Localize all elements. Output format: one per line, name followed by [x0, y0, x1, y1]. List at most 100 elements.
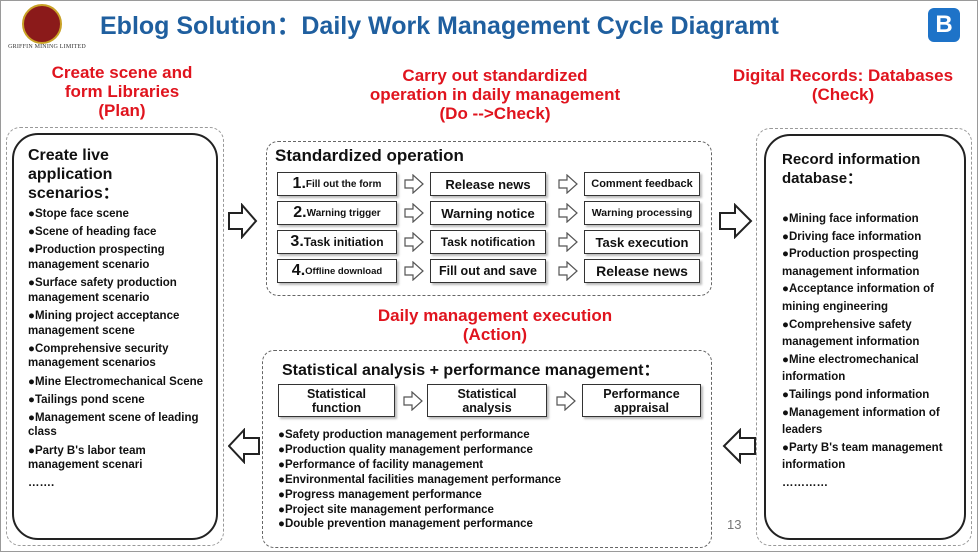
list-item: ●Mine electromechanical information: [782, 353, 919, 384]
standardized-operation-panel: [266, 141, 712, 296]
arrow-right-icon: [404, 232, 424, 252]
plan-heading-line2: form Libraries: [64, 82, 180, 101]
check-heading-line2: (Check): [811, 85, 875, 104]
plan-heading: Create scene and form Libraries (Plan): [22, 63, 222, 120]
arrow-right-icon: [404, 174, 424, 194]
statistical-panel-title: Statistical analysis + performance manag…: [282, 362, 660, 379]
step-release-news-final: Release news: [584, 259, 700, 283]
arrow-left-icon: [722, 428, 756, 464]
step-release-news: Release news: [430, 172, 546, 196]
page-number: 13: [727, 517, 742, 532]
arrow-right-icon: [719, 203, 753, 239]
action-heading-line2: (Action): [462, 325, 528, 344]
database-title-line2: database：: [782, 170, 863, 187]
list-item: ●Mining face information: [782, 213, 919, 225]
list-item: ●Stope face scene: [28, 208, 129, 220]
list-item: ●Performance of facility management: [278, 458, 484, 471]
performance-list: ●Safety production management performanc…: [278, 428, 698, 532]
list-item: …….: [28, 477, 55, 490]
step-warning-notice: Warning notice: [430, 201, 546, 225]
step-fill-save: Fill out and save: [430, 259, 546, 283]
company-logo: [22, 4, 62, 44]
database-list: ●Mining face information ●Driving face i…: [782, 211, 962, 493]
scenario-title-line2: application: [28, 166, 113, 183]
list-item: ●Safety production management performanc…: [278, 429, 530, 441]
list-item: ●Comprehensive security management scena…: [28, 342, 169, 370]
list-item: ●Scene of heading face: [28, 226, 157, 239]
step-comment-feedback: Comment feedback: [584, 172, 700, 196]
arrow-right-icon: [556, 391, 576, 411]
step-task-initiation: 3.Task initiation: [277, 230, 397, 254]
arrow-right-icon: [558, 232, 578, 252]
scenario-title-line1: Create live: [28, 147, 109, 164]
standardized-operation-title: Standardized operation: [275, 146, 464, 165]
list-item: ●Management information of leaders: [782, 406, 940, 437]
arrow-right-icon: [228, 203, 258, 239]
scenario-title: Create live application scenarios：: [28, 146, 119, 203]
plan-heading-line3: (Plan): [98, 101, 146, 120]
list-item: ●Mining project acceptance management sc…: [28, 309, 180, 337]
check-heading-line1: Digital Records: Databases: [732, 66, 954, 85]
do-heading-line1: Carry out standardized: [402, 66, 588, 85]
list-item: ●Environmental facilities management per…: [278, 473, 562, 486]
list-item: ●Tailings pond scene: [28, 393, 145, 406]
logo-caption: GRIFFIN MINING LIMITED: [8, 44, 86, 50]
arrow-right-icon: [404, 203, 424, 223]
scenario-list: ●Stope face scene ●Scene of heading face…: [28, 207, 214, 495]
step-task-notification: Task notification: [430, 230, 546, 254]
step-warning-trigger: 2.Warning trigger: [277, 201, 397, 225]
performance-appraisal-box: Performance appraisal: [582, 384, 701, 417]
list-item: ●Party B's labor team management scenari: [28, 444, 146, 472]
list-item: ●Mine Electromechanical Scene: [28, 375, 204, 388]
list-item: ●Comprehensive safety management informa…: [782, 318, 920, 349]
do-heading-line2: operation in daily management: [369, 85, 621, 104]
list-item: ●Project site management performance: [278, 503, 494, 516]
action-heading: Daily management execution (Action): [320, 306, 670, 344]
arrow-right-icon: [558, 174, 578, 194]
brand-logo-icon: B: [928, 8, 960, 42]
statistical-panel: [262, 350, 712, 548]
plan-heading-line1: Create scene and: [51, 63, 193, 82]
step-warning-processing: Warning processing: [584, 201, 700, 225]
check-heading: Digital Records: Databases (Check): [712, 66, 974, 104]
step-offline-download: 4.Offline download: [277, 259, 397, 283]
arrow-right-icon: [558, 261, 578, 281]
database-title-line1: Record information: [782, 151, 921, 168]
list-item: ●Driving face information: [782, 230, 922, 243]
do-heading-line3: (Do -->Check): [439, 104, 551, 123]
list-item: ●Production prospecting management scena…: [28, 244, 165, 271]
step-label: Warning trigger: [306, 207, 381, 219]
database-box: Record information database： ●Mining fac…: [764, 134, 966, 540]
list-item: ●Production prospecting management infor…: [782, 248, 920, 278]
step-number: 3.: [290, 233, 304, 250]
statistical-analysis-box: Statistical analysis: [427, 384, 547, 417]
statistical-function-box: Statistical function: [278, 384, 395, 417]
list-item: …………: [782, 476, 828, 489]
database-title: Record information database：: [782, 150, 920, 188]
list-item: ●Party B's team management information: [782, 441, 943, 472]
action-heading-line1: Daily management execution: [377, 306, 613, 325]
step-number: 2.: [293, 204, 307, 221]
step-task-execution: Task execution: [584, 230, 700, 254]
slide-title: Eblog Solution：Daily Work Management Cyc…: [100, 12, 779, 40]
list-item: ●Tailings pond information: [782, 388, 930, 401]
arrow-right-icon: [404, 261, 424, 281]
arrow-right-icon: [403, 391, 423, 411]
right-panel-outline: [756, 128, 972, 546]
list-item: ●Double prevention management performanc…: [278, 518, 533, 531]
step-number: 1.: [292, 175, 306, 192]
scenario-box: Create live application scenarios： ●Stop…: [12, 133, 218, 540]
step-label: Task initiation: [303, 235, 384, 249]
arrow-right-icon: [558, 203, 578, 223]
scenario-title-line3: scenarios：: [28, 185, 119, 202]
step-label: Fill out the form: [305, 178, 382, 190]
list-item: ●Acceptance information of mining engine…: [782, 283, 934, 313]
arrow-left-icon: [228, 428, 260, 464]
list-item: ●Production quality management performan…: [278, 443, 533, 456]
list-item: ●Management scene of leading class: [28, 411, 199, 439]
step-label: Offline download: [305, 265, 383, 277]
step-number: 4.: [291, 262, 306, 279]
do-heading: Carry out standardized operation in dail…: [320, 66, 670, 123]
left-panel-outline: [6, 127, 224, 546]
list-item: ●Surface safety production management sc…: [28, 277, 177, 304]
